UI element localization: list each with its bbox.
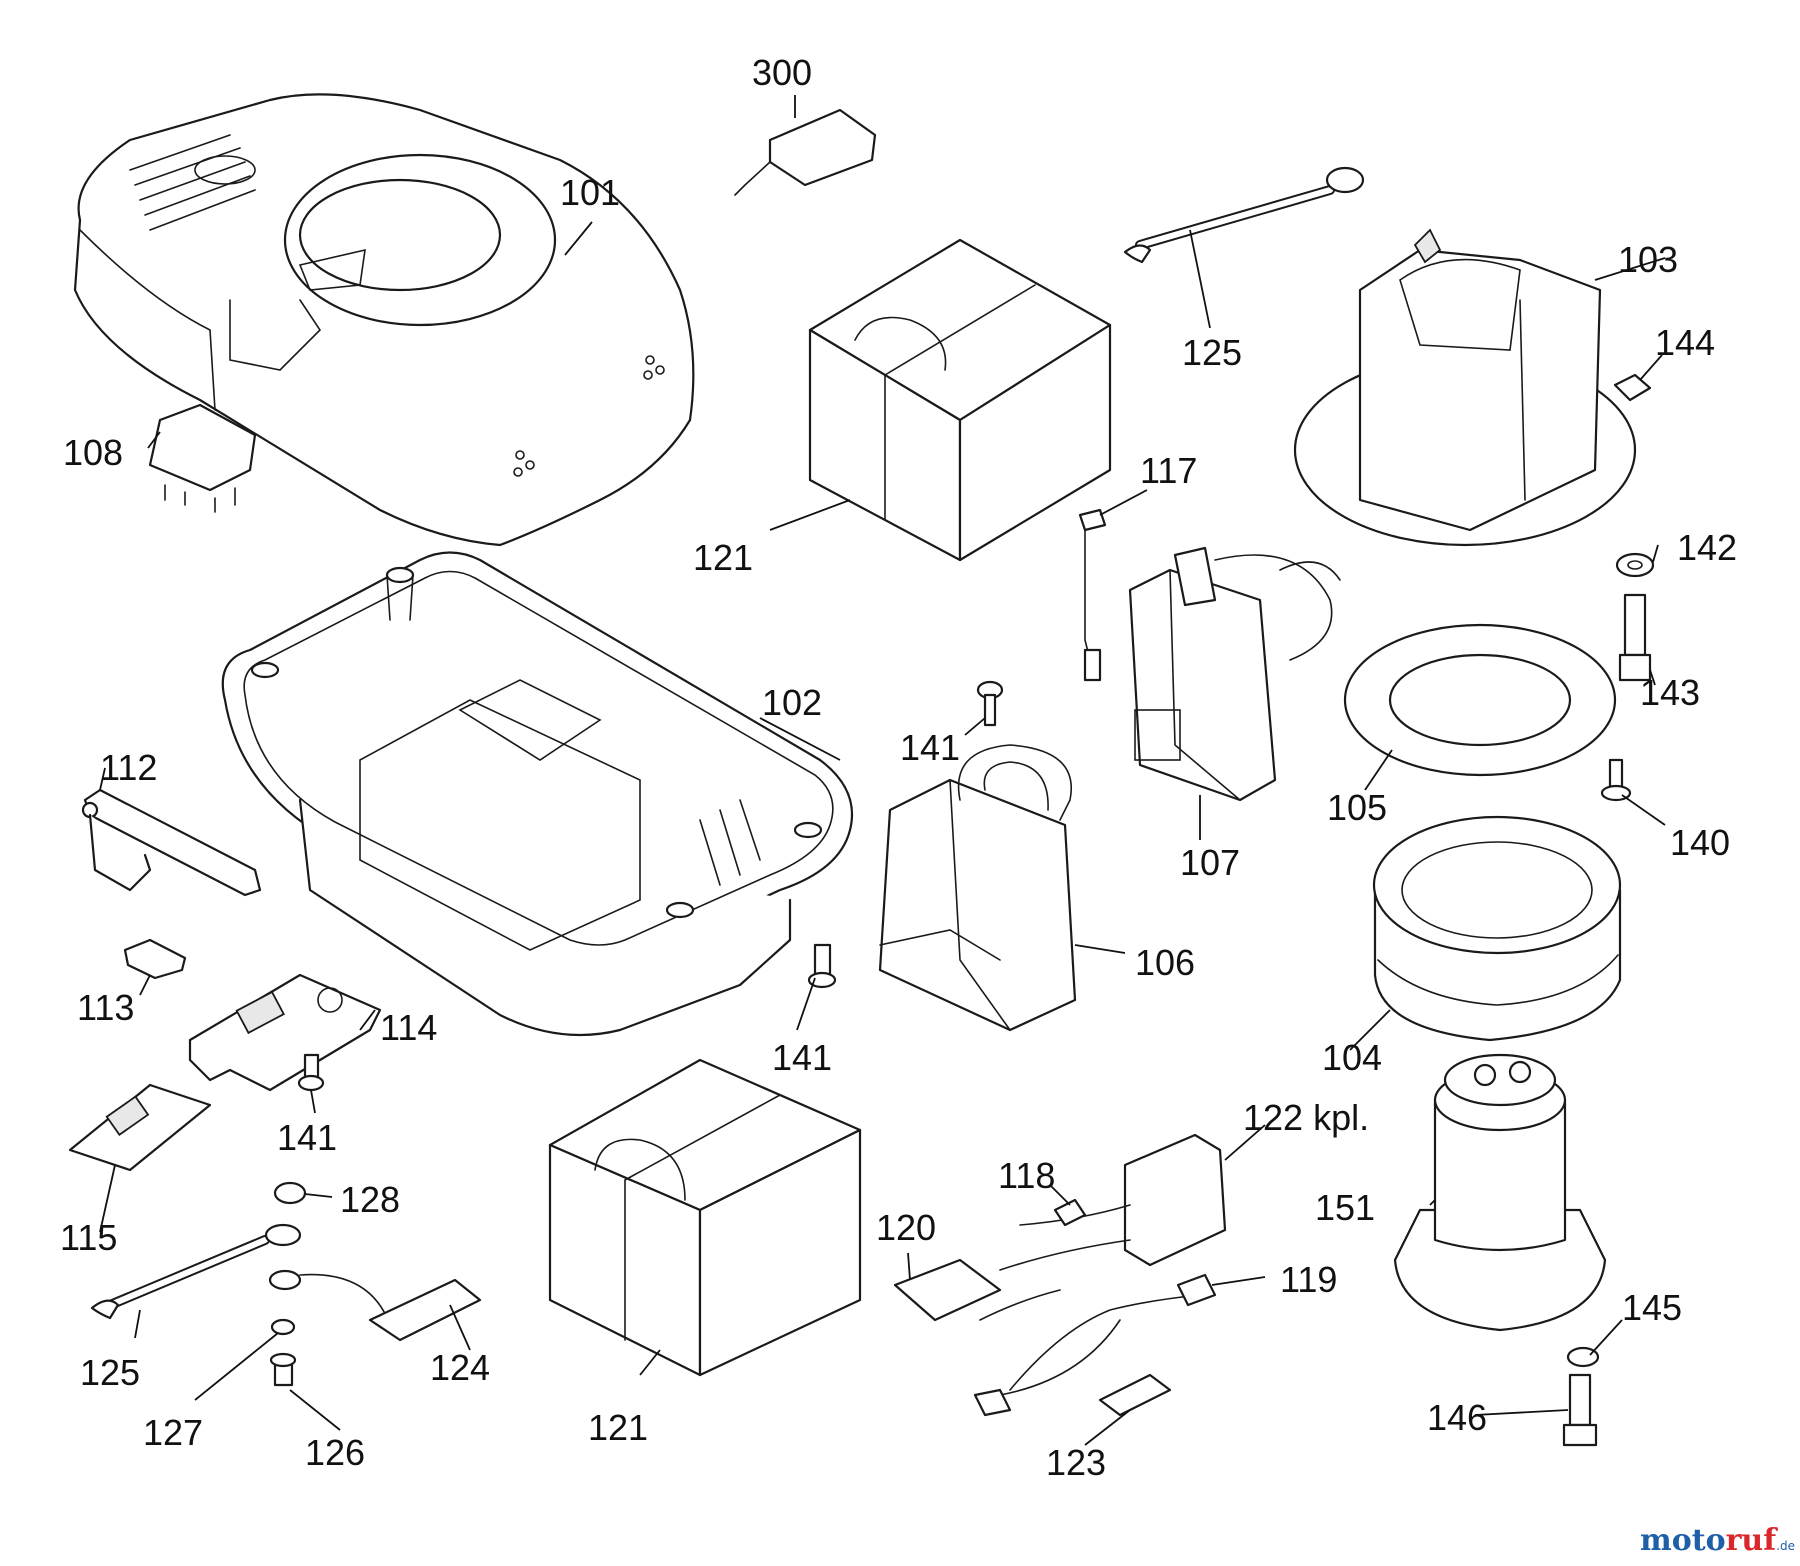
part-144-nut	[1613, 373, 1652, 402]
callout-151: 151	[1315, 1187, 1375, 1228]
callout-141-c: 141	[277, 1117, 337, 1158]
part-117-connector-lead	[1078, 508, 1107, 682]
part-107-control-module	[1128, 546, 1341, 802]
callout-115: 115	[60, 1217, 117, 1258]
part-125-cable-lower	[90, 1223, 302, 1320]
vent-grille	[129, 134, 256, 231]
callout-106: 106	[1135, 942, 1195, 983]
svg-text:motoruf.de: motoruf.de	[1640, 1523, 1795, 1558]
callout-labels: 300 101 108 125 103 144 121 117 142 143 …	[60, 52, 1737, 1483]
part-114-bracket	[188, 973, 382, 1092]
part-300-sensor	[734, 108, 877, 196]
part-120-plug	[893, 1258, 1002, 1322]
part-101-top-cover	[73, 93, 695, 547]
callout-125-lower: 125	[80, 1352, 140, 1393]
part-126-screw	[269, 1352, 297, 1387]
part-103-motor-housing	[1293, 228, 1637, 547]
callout-127: 127	[143, 1412, 203, 1453]
part-141-screw-b	[807, 943, 837, 989]
part-106-battery-holder	[878, 744, 1077, 1032]
callout-128: 128	[340, 1179, 400, 1220]
callout-300: 300	[752, 52, 812, 93]
callout-122-kpl: 122 kpl.	[1243, 1097, 1369, 1138]
callout-104: 104	[1322, 1037, 1382, 1078]
callout-108: 108	[63, 432, 123, 473]
callout-145: 145	[1622, 1287, 1682, 1328]
watermark-brand-part1: moto	[1640, 1523, 1726, 1558]
part-151-motor	[1393, 1053, 1607, 1332]
part-108-switch-plate	[148, 403, 257, 513]
callout-103: 103	[1618, 239, 1678, 280]
callout-124: 124	[430, 1347, 490, 1388]
callout-102: 102	[762, 682, 822, 723]
watermark-suffix: .de	[1776, 1539, 1795, 1553]
callout-121-lower: 121	[588, 1407, 648, 1448]
part-125-cable-upper	[1123, 166, 1365, 264]
motoruf-watermark: motoruf.de	[1640, 1523, 1795, 1558]
watermark-brand-part2: ruf	[1726, 1523, 1779, 1558]
callout-125-upper: 125	[1182, 332, 1242, 373]
callout-117: 117	[1140, 450, 1197, 491]
callout-143: 143	[1640, 672, 1700, 713]
part-105-gasket-ring	[1343, 623, 1617, 777]
part-121-battery-lower	[548, 1058, 862, 1377]
battery-cavity	[359, 679, 761, 951]
callout-119: 119	[1280, 1259, 1337, 1300]
callout-101: 101	[560, 172, 620, 213]
part-143-bolt	[1618, 593, 1652, 682]
part-128-nut	[273, 1181, 307, 1205]
callout-112: 112	[100, 747, 157, 788]
part-102-base-tray	[221, 551, 854, 1037]
callout-114: 114	[380, 1007, 437, 1048]
callout-113: 113	[77, 987, 134, 1028]
part-146-bolt	[1562, 1373, 1598, 1447]
part-141-screw-a	[976, 680, 1004, 727]
part-142-washer	[1615, 552, 1655, 578]
callout-141-b: 141	[772, 1037, 832, 1078]
callout-144: 144	[1655, 322, 1715, 363]
callout-141-a: 141	[900, 727, 960, 768]
part-115-circuit-board	[68, 1083, 212, 1172]
part-145-washer	[1566, 1346, 1600, 1368]
callout-126: 126	[305, 1432, 365, 1473]
part-113-clip	[123, 938, 187, 980]
callout-120: 120	[876, 1207, 936, 1248]
part-121-battery-upper	[808, 238, 1112, 562]
part-119-connector	[1176, 1273, 1217, 1307]
part-123-switch	[973, 1373, 1172, 1417]
callout-146: 146	[1427, 1397, 1487, 1438]
leader-lines	[99, 95, 1666, 1446]
part-104-motor-ring	[1372, 815, 1622, 1042]
part-140-screw	[1600, 758, 1632, 802]
callout-121-upper: 121	[693, 537, 753, 578]
callout-105: 105	[1327, 787, 1387, 828]
callout-142: 142	[1677, 527, 1737, 568]
callout-123: 123	[1046, 1442, 1106, 1483]
part-112-lever	[81, 788, 262, 897]
part-124-strap	[268, 1269, 482, 1342]
callout-140: 140	[1670, 822, 1730, 863]
part-141-screw-c	[297, 1053, 325, 1092]
part-122-wiring-harness	[979, 1133, 1227, 1396]
callout-107: 107	[1180, 842, 1240, 883]
callout-118: 118	[998, 1155, 1055, 1196]
part-127-washer	[270, 1318, 296, 1336]
